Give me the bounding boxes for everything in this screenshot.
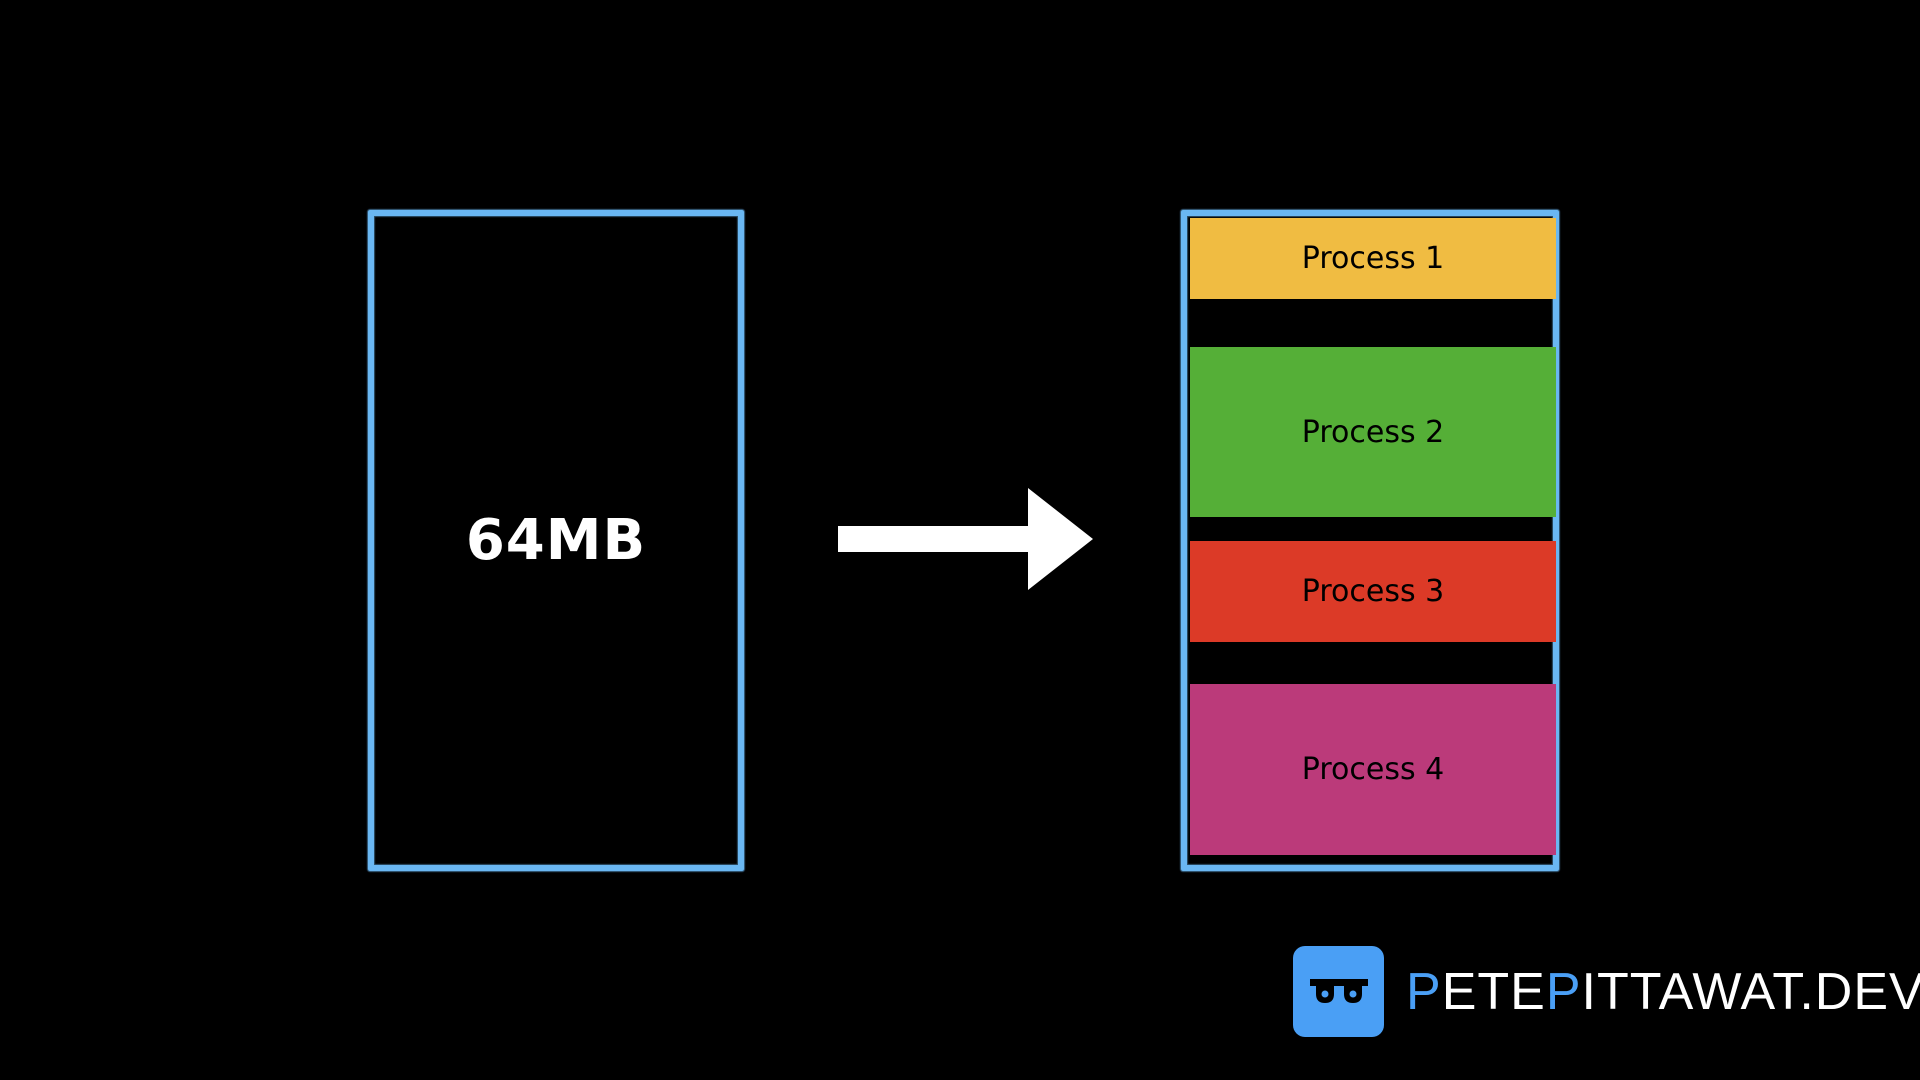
process-label: Process 3	[1301, 574, 1445, 609]
brand-text-part: ITTAWAT.DEV	[1581, 962, 1920, 1021]
brand-text-part: ETE	[1441, 962, 1546, 1021]
partitioned-memory-box: Process 1 Process 2 Process 3 Process 4	[1181, 210, 1559, 871]
right-arrow-icon	[838, 488, 1093, 590]
process-label: Process 1	[1301, 241, 1445, 276]
process-block-1: Process 1	[1190, 218, 1556, 299]
brand-text-part: P	[1545, 962, 1582, 1021]
process-block-2: Process 2	[1190, 347, 1556, 517]
process-block-4: Process 4	[1190, 684, 1556, 855]
process-label: Process 2	[1301, 414, 1445, 450]
process-block-3: Process 3	[1190, 541, 1556, 642]
memory-block-box: 64MB	[368, 210, 744, 871]
memory-size-label: 64MB	[465, 508, 647, 573]
process-label: Process 4	[1301, 752, 1445, 787]
brand-text-part: P	[1406, 962, 1442, 1021]
brand-name: PETEPITTAWAT.DEV	[1406, 962, 1920, 1022]
brand-watermark: PETEPITTAWAT.DEV	[1293, 946, 1920, 1037]
glasses-logo-icon	[1293, 946, 1384, 1037]
